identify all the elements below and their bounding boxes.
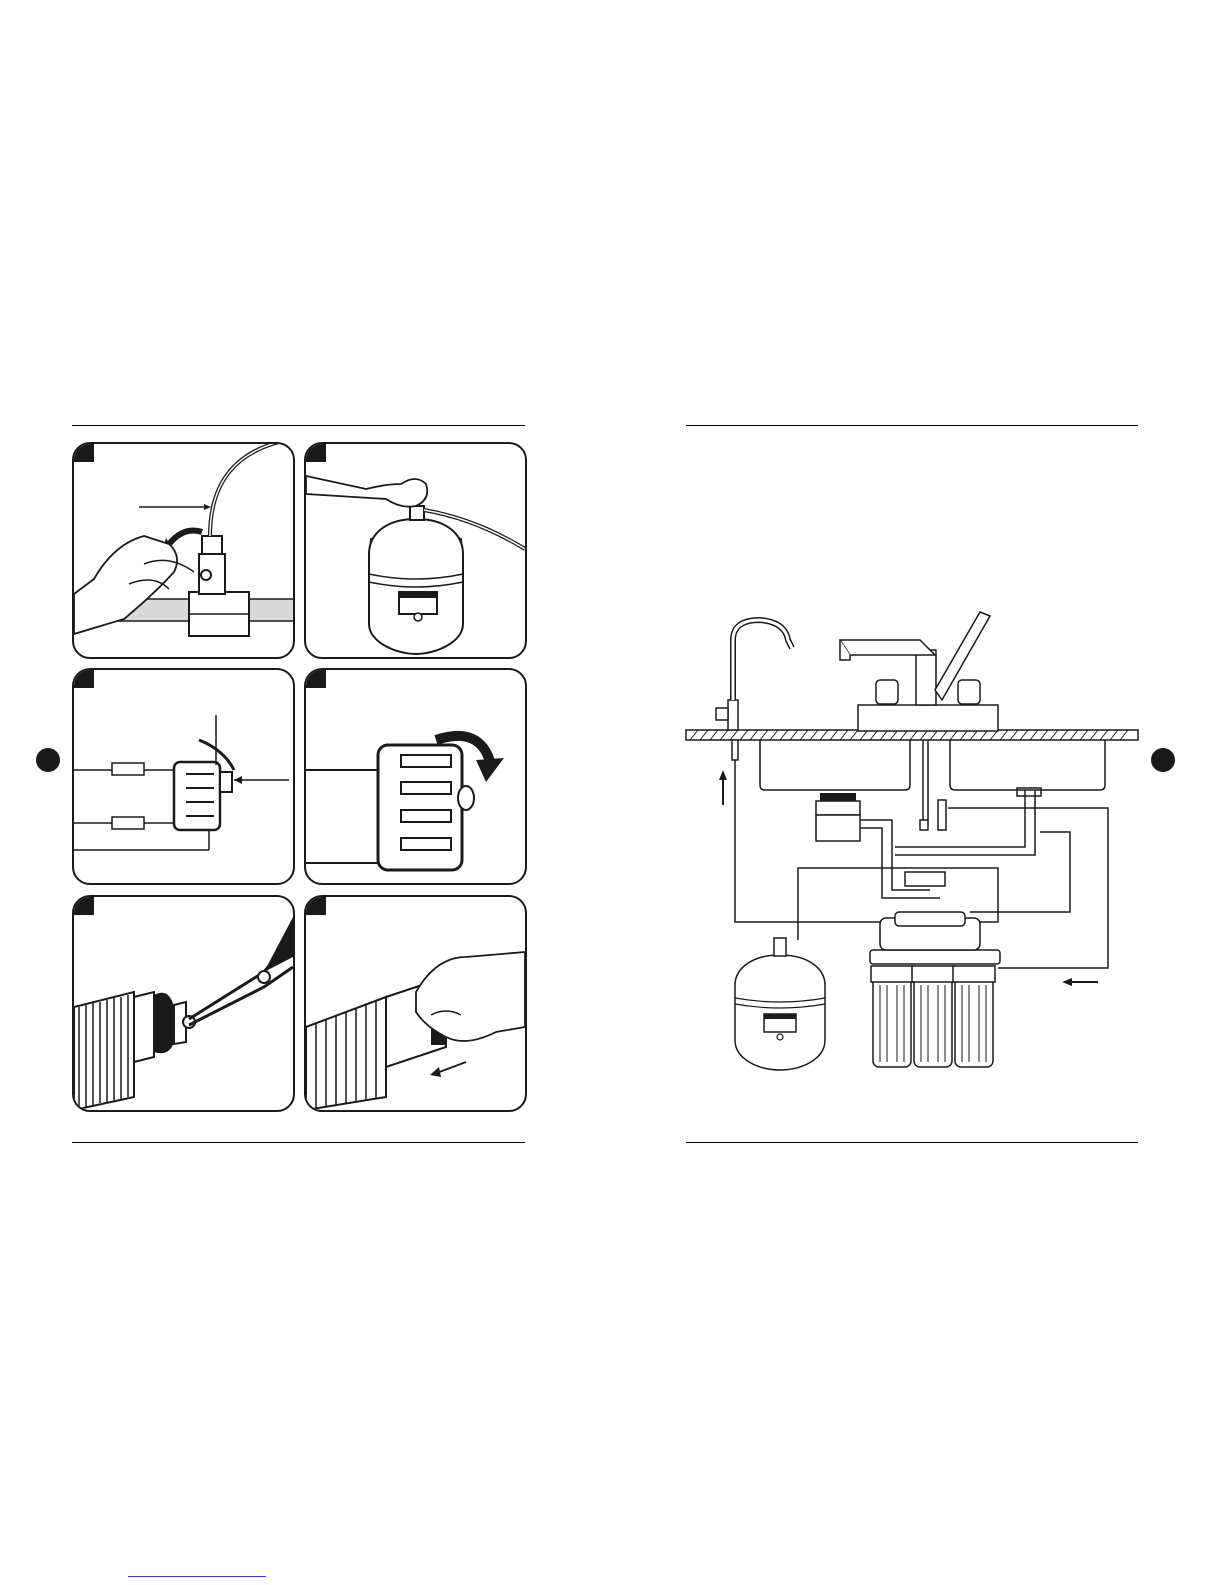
ro-filter-system: [870, 912, 1000, 1067]
upward-arrow-icon: [719, 770, 727, 805]
storage-tank: [735, 938, 825, 1070]
panel-tank-valve: [304, 442, 527, 659]
panel-tighten-nut: [304, 668, 527, 885]
panel-illustration: [306, 897, 525, 1110]
installation-diagram: [680, 600, 1150, 1080]
sink-basins: [760, 740, 1105, 790]
bottom-rule-right: [686, 1142, 1138, 1143]
garbage-disposal: [816, 793, 860, 841]
panel-slide-ring: [304, 895, 527, 1112]
top-rule-left: [72, 425, 525, 426]
footer-link-underline[interactable]: [128, 1576, 266, 1577]
right-page-marker-icon: [1151, 748, 1175, 772]
panel-connect-tube: [72, 442, 295, 659]
panel-drain-saddle: [72, 668, 295, 885]
leftward-arrow-icon: [1062, 978, 1098, 986]
drain-pipe: [860, 788, 1041, 898]
panel-illustration: [306, 670, 525, 883]
panel-illustration: [74, 897, 293, 1110]
panel-illustration: [74, 670, 293, 883]
left-page-marker-icon: [36, 748, 60, 772]
kitchen-faucet: [840, 612, 998, 731]
panel-illustration: [74, 444, 293, 657]
top-rule-right: [686, 425, 1138, 426]
bottom-rule-left: [72, 1142, 525, 1143]
panel-illustration: [306, 444, 525, 657]
panel-pliers: [72, 895, 295, 1112]
